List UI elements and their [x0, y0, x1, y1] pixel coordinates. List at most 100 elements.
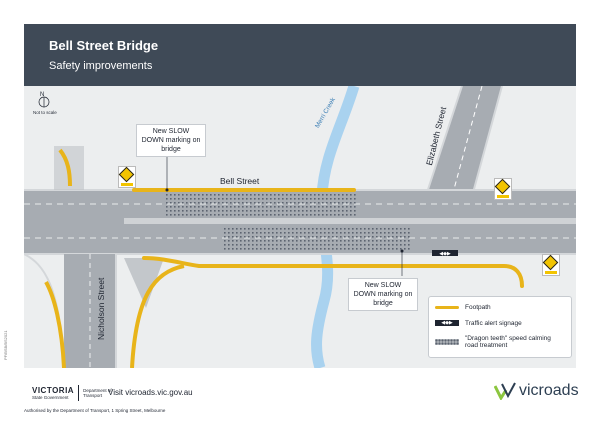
dragon-tooth-mark: [178, 194, 180, 196]
dragon-tooth-mark: [170, 214, 172, 216]
dragon-tooth-mark: [346, 210, 348, 212]
dragon-tooth-mark: [282, 206, 284, 208]
dragon-tooth-mark: [368, 232, 370, 234]
dragon-tooth-mark: [310, 206, 312, 208]
dragon-tooth-mark: [336, 248, 338, 250]
dragon-tooth-mark: [404, 248, 406, 250]
dragon-tooth-mark: [262, 194, 264, 196]
dragon-tooth-mark: [226, 210, 228, 212]
dragon-tooth-mark: [324, 236, 326, 238]
dragon-tooth-mark: [314, 194, 316, 196]
dragon-tooth-mark: [296, 232, 298, 234]
dragon-tooth-mark: [228, 244, 230, 246]
dragon-tooth-mark: [404, 244, 406, 246]
dragon-tooth-mark: [206, 194, 208, 196]
dragon-tooth-mark: [254, 202, 256, 204]
dragon-tooth-mark: [308, 232, 310, 234]
document-code: PF/BSB/BS2021: [3, 330, 8, 360]
dragon-tooth-mark: [218, 194, 220, 196]
dragon-tooth-mark: [304, 248, 306, 250]
dragon-tooth-mark: [232, 236, 234, 238]
dragon-tooth-mark: [222, 202, 224, 204]
dragon-tooth-mark: [308, 228, 310, 230]
dragon-tooth-mark: [380, 248, 382, 250]
dragon-tooth-mark: [316, 240, 318, 242]
dragon-tooth-mark: [336, 232, 338, 234]
dragon-tooth-mark: [400, 240, 402, 242]
dragon-tooth-mark: [376, 228, 378, 230]
dragon-tooth-mark: [174, 210, 176, 212]
dragon-tooth-mark: [276, 228, 278, 230]
footpath-nicholson-west: [44, 281, 66, 368]
dragon-tooth-mark: [182, 202, 184, 204]
dragon-tooth-mark: [300, 248, 302, 250]
dragon-tooth-mark: [238, 202, 240, 204]
legend-traffic-alert-label: Traffic alert signage: [465, 319, 522, 327]
dragon-tooth-mark: [380, 232, 382, 234]
victoria-wordmark: VICTORIA: [32, 386, 75, 395]
dragon-tooth-mark: [320, 232, 322, 234]
dragon-tooth-mark: [250, 198, 252, 200]
dragon-tooth-mark: [306, 194, 308, 196]
dragon-tooth-mark: [328, 232, 330, 234]
dragon-tooth-mark: [336, 236, 338, 238]
dragon-tooth-mark: [250, 214, 252, 216]
dragon-tooth-mark: [340, 244, 342, 246]
dragon-tooth-mark: [210, 194, 212, 196]
dragon-tooth-mark: [304, 240, 306, 242]
authorisation-statement: Authorised by the Department of Transpor…: [24, 408, 166, 413]
dragon-tooth-mark: [280, 228, 282, 230]
dragon-tooth-mark: [224, 236, 226, 238]
dragon-tooth-mark: [346, 194, 348, 196]
dragon-tooth-mark: [190, 202, 192, 204]
bell-street-label: Bell Street: [220, 176, 260, 186]
dragon-tooth-mark: [364, 228, 366, 230]
dragon-tooth-mark: [272, 232, 274, 234]
dragon-tooth-mark: [316, 244, 318, 246]
dragon-tooth-mark: [368, 244, 370, 246]
dragon-tooth-mark: [332, 236, 334, 238]
dragon-tooth-mark: [298, 202, 300, 204]
dragon-tooth-mark: [286, 206, 288, 208]
dragon-tooth-mark: [284, 240, 286, 242]
dragon-tooth-mark: [248, 236, 250, 238]
dragon-tooth-mark: [360, 228, 362, 230]
dragon-tooth-mark: [328, 228, 330, 230]
dragon-tooth-mark: [262, 206, 264, 208]
dragon-tooth-mark: [170, 198, 172, 200]
dragon-tooth-mark: [288, 248, 290, 250]
website-link[interactable]: Visit vicroads.vic.gov.au: [108, 388, 193, 397]
dragon-tooth-mark: [330, 194, 332, 196]
dragon-tooth-mark: [392, 240, 394, 242]
dragon-tooth-mark: [326, 194, 328, 196]
dragon-tooth-mark: [226, 202, 228, 204]
dragon-tooth-mark: [368, 228, 370, 230]
dragon-tooth-mark: [202, 202, 204, 204]
dragon-tooth-mark: [332, 248, 334, 250]
dragon-tooth-mark: [304, 244, 306, 246]
dragon-tooth-mark: [356, 248, 358, 250]
dragon-tooth-mark: [388, 228, 390, 230]
dragon-tooth-mark: [226, 206, 228, 208]
dragon-tooth-mark: [384, 244, 386, 246]
dragon-tooth-mark: [226, 194, 228, 196]
legend-dragon-teeth-label: "Dragon teeth" speed calming road treatm…: [465, 335, 551, 349]
dragon-tooth-mark: [286, 210, 288, 212]
dragon-tooth-mark: [300, 236, 302, 238]
dragon-tooth-mark: [242, 198, 244, 200]
dragon-tooth-mark: [222, 206, 224, 208]
dragon-tooth-mark: [278, 202, 280, 204]
dragon-tooth-mark: [252, 232, 254, 234]
dragon-tooth-mark: [198, 202, 200, 204]
dragon-tooth-mark: [224, 228, 226, 230]
dragon-tooth-mark: [310, 202, 312, 204]
dragon-tooth-mark: [350, 214, 352, 216]
dragon-tooth-mark: [372, 244, 374, 246]
dragon-tooth-mark: [348, 248, 350, 250]
dragon-tooth-mark: [214, 210, 216, 212]
dragon-tooth-mark: [170, 206, 172, 208]
dragon-tooth-mark: [254, 194, 256, 196]
dragon-tooth-mark: [396, 236, 398, 238]
dragon-tooth-mark: [260, 244, 262, 246]
dragon-tooth-mark: [302, 202, 304, 204]
